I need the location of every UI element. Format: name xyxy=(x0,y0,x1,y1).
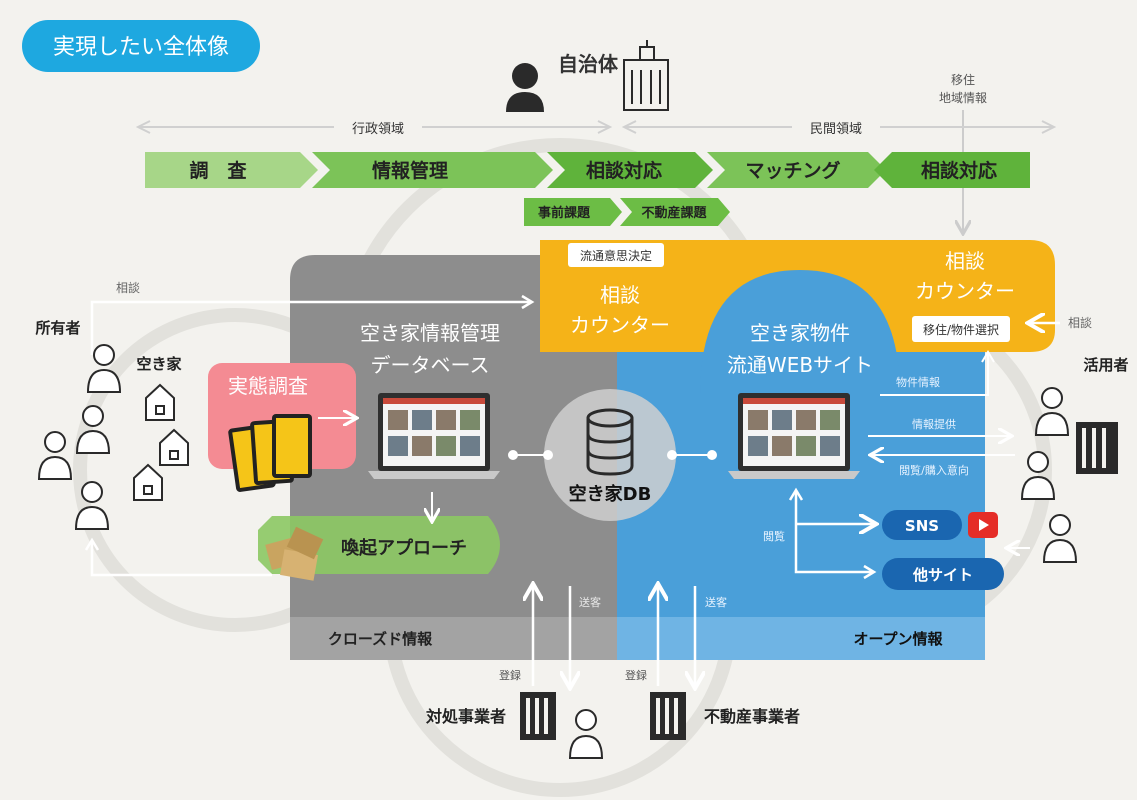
browse-label: 閲覧 xyxy=(763,529,785,543)
realestate-building-icon xyxy=(650,692,686,740)
website-laptop-icon xyxy=(728,393,860,479)
person-icon xyxy=(75,405,111,454)
property-info-label: 物件情報 xyxy=(896,375,940,389)
handler-label: 対処事業者 xyxy=(425,707,506,726)
sns-label: SNS xyxy=(905,517,939,535)
wake-approach-label: 喚起アプローチ xyxy=(341,537,467,559)
db-panel-title-2: データベース xyxy=(371,353,490,377)
survey-label: 実態調査 xyxy=(228,374,308,398)
db-laptop-icon xyxy=(368,393,500,479)
municipality-person-icon xyxy=(506,63,544,112)
municipality-label: 自治体 xyxy=(558,52,619,76)
db-panel-title-1: 空き家情報管理 xyxy=(360,321,500,345)
svg-text:相談対応: 相談対応 xyxy=(921,159,997,182)
register-label-2: 登録 xyxy=(625,668,647,682)
migration-info-line1: 移住 xyxy=(951,73,975,87)
owner-consult-arrow xyxy=(90,300,530,355)
government-building-icon xyxy=(623,40,669,111)
browse-arrow xyxy=(794,490,874,574)
distribution-decision-tag xyxy=(568,243,664,267)
svg-text:事前課題: 事前課題 xyxy=(538,205,591,221)
owners-label: 所有者 xyxy=(35,319,80,337)
svg-text:マッチング: マッチング xyxy=(745,159,840,182)
send-label-1: 送客 xyxy=(579,595,601,609)
process-steps: 調 査 情報管理 相談対応 マッチング 相談対応 xyxy=(145,152,1030,188)
website-title-1: 空き家物件 xyxy=(750,321,850,345)
admin-domain-label: 行政領域 xyxy=(352,121,404,137)
realestate-label: 不動産事業者 xyxy=(704,707,800,726)
counter-right-title-2: カウンター xyxy=(915,279,1015,303)
owner-consult-label: 相談 xyxy=(116,280,140,295)
browse-intent-label: 閲覧/購入意向 xyxy=(899,463,969,477)
open-info-label: オープン情報 xyxy=(853,630,943,648)
house-icon xyxy=(145,383,175,421)
closed-info-bar xyxy=(290,617,617,660)
person-icon xyxy=(1020,451,1056,500)
user-person-icons xyxy=(1020,387,1078,563)
user-consult-label: 相談 xyxy=(1068,315,1092,330)
website-dome xyxy=(700,270,900,395)
migration-selection-text: 移住/物件選択 xyxy=(923,323,999,337)
tablet-icon xyxy=(228,414,312,492)
wake-approach-banner xyxy=(258,516,500,574)
migration-info-line2: 地域情報 xyxy=(939,91,987,105)
process-step-survey xyxy=(145,152,318,188)
akiya-label: 空き家 xyxy=(136,355,181,373)
counter-left-title-2: カウンター xyxy=(570,313,670,337)
approach-to-owner-arrow xyxy=(90,540,272,577)
sub-tags: 事前課題 不動産課題 xyxy=(524,198,730,226)
db-center-circle xyxy=(544,389,676,521)
website-title-2: 流通WEBサイト xyxy=(727,353,873,377)
person-icon xyxy=(86,344,122,393)
handler-person-icon xyxy=(568,709,604,759)
title-badge: 実現したい全体像 xyxy=(22,20,260,72)
property-info-arrow xyxy=(880,352,989,396)
db-connectors xyxy=(508,450,717,460)
youtube-icon xyxy=(968,512,998,538)
distribution-decision-text: 流通意思決定 xyxy=(580,248,652,263)
person-icon xyxy=(37,431,73,480)
send-label-2: 送客 xyxy=(705,595,727,609)
sns-button[interactable] xyxy=(882,510,962,540)
process-step-consult xyxy=(547,152,713,188)
person-icon xyxy=(74,481,110,530)
counter-right-title-1: 相談 xyxy=(945,249,985,273)
sub-tag-prior-issues xyxy=(524,198,622,226)
svg-text:情報管理: 情報管理 xyxy=(372,159,448,182)
migration-selection-tag xyxy=(912,316,1010,342)
process-step-matching xyxy=(707,152,886,188)
svg-text:実現したい全体像: 実現したい全体像 xyxy=(53,35,229,60)
private-domain-label: 民間領域 xyxy=(810,121,862,137)
house-icon xyxy=(159,428,189,466)
svg-text:調 査: 調 査 xyxy=(189,159,247,182)
closed-info-label: クローズド情報 xyxy=(328,630,433,648)
process-step-consult-2 xyxy=(874,152,1030,188)
database-icon xyxy=(586,408,634,476)
person-icon xyxy=(1042,514,1078,563)
open-info-bar xyxy=(617,617,985,660)
register-label-1: 登録 xyxy=(499,668,521,682)
provide-info-label: 情報提供 xyxy=(912,417,956,431)
owner-person-icons xyxy=(37,344,122,530)
svg-text:不動産課題: 不動産課題 xyxy=(641,205,707,221)
db-center-label: 空き家DB xyxy=(569,483,652,505)
other-sites-label: 他サイト xyxy=(912,566,973,584)
house-icon xyxy=(133,463,163,501)
person-icon xyxy=(1034,387,1070,436)
counter-left-title-1: 相談 xyxy=(600,283,640,307)
house-icons xyxy=(133,383,189,501)
mail-envelopes-icon xyxy=(265,526,324,581)
other-sites-button[interactable] xyxy=(882,558,1004,590)
handler-building-icon xyxy=(520,692,556,740)
user-building-icon xyxy=(1076,422,1118,474)
sub-tag-realestate-issues xyxy=(620,198,730,226)
svg-text:相談対応: 相談対応 xyxy=(586,159,662,182)
users-label: 活用者 xyxy=(1083,356,1128,374)
process-step-info-management xyxy=(312,152,553,188)
